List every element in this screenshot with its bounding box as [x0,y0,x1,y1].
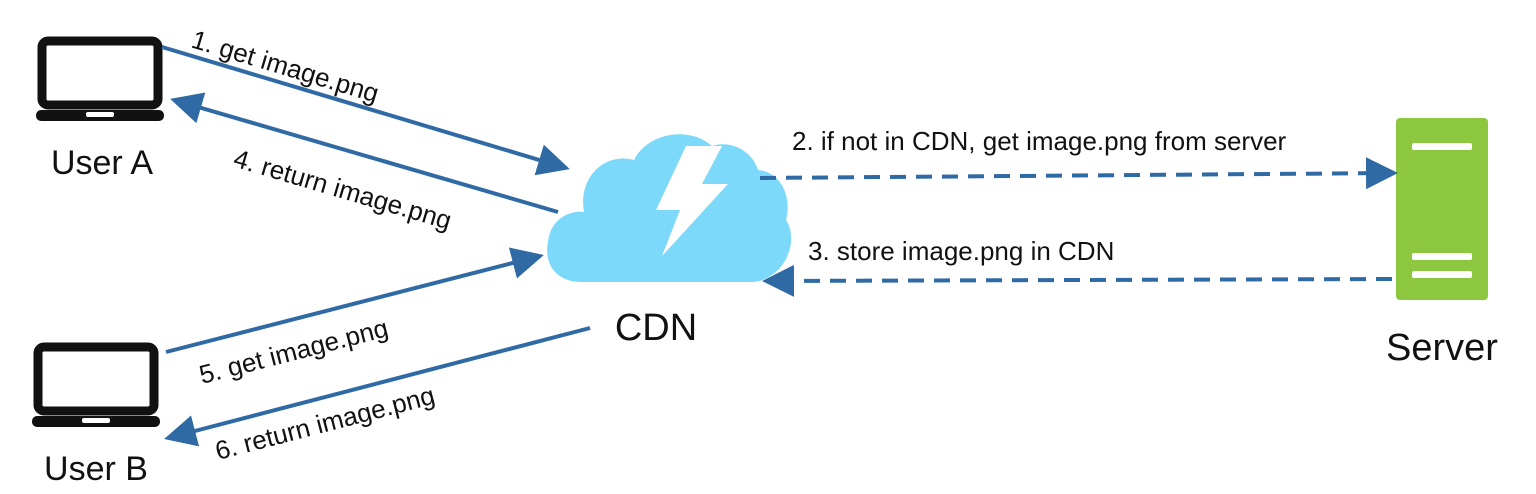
user-b-laptop-icon [32,342,160,427]
edge-5-arrow [165,247,544,354]
edge-2-arrow [759,157,1398,190]
edge-3-label: 3. store image.png in CDN [808,236,1114,266]
edge-6-arrow [164,326,591,447]
edge-6-label: 6. return image.png [212,380,438,466]
cdn-cloud-icon [547,134,792,282]
server-label: Server [1386,327,1498,369]
edge-2-label: 2. if not in CDN, get image.png from ser… [792,126,1287,156]
server-icon [1396,118,1488,300]
edge-1-label: 1. get image.png [188,24,382,108]
lightning-bolt-icon [656,146,728,256]
user-a-laptop-icon [36,36,164,121]
edge-1-arrow [161,45,570,176]
user-a-label: User A [51,144,153,182]
user-b-label: User B [44,450,148,488]
edge-4-arrow [170,92,559,214]
edge-5-label: 5. get image.png [196,313,391,390]
edge-4-label: 4. return image.png [230,143,455,235]
cdn-label: CDN [615,307,697,349]
edge-3-arrow [762,264,1393,297]
